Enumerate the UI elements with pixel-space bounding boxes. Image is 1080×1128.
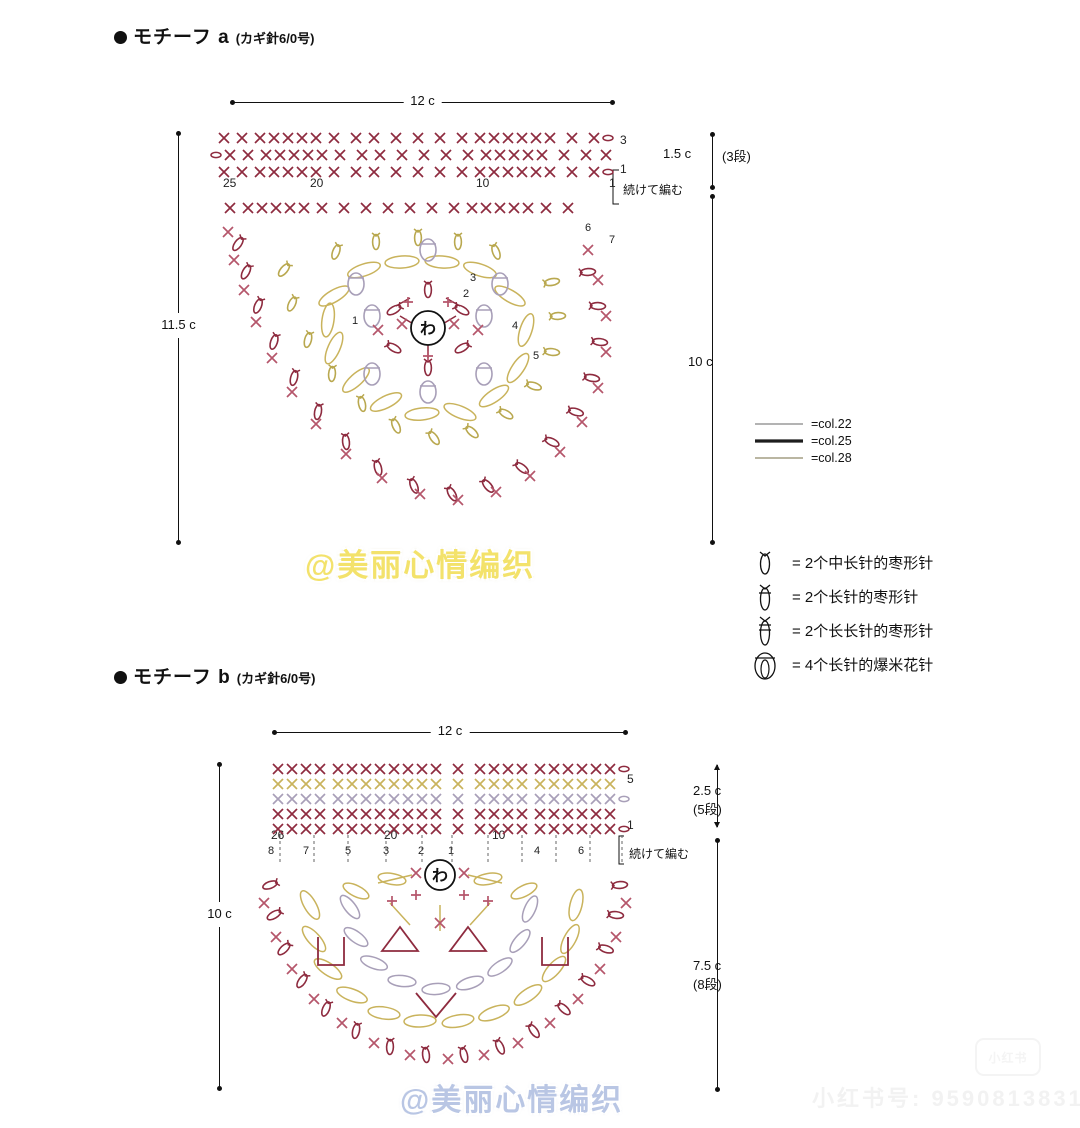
motif-a-continue-bracket [612,169,619,205]
bullet-icon [114,671,127,684]
puff-half-double-crochet-icon [748,547,782,577]
motif-b-row-5: 5 [627,772,634,786]
motif-a-top-section-rows: (3段) [722,149,751,164]
motif-a-round-4: 4 [512,320,519,332]
popcorn-stitch-label: = 4个长针的爆米花针 [792,656,934,674]
bullet-icon [114,31,127,44]
symbol-legend-row: = 4个长针的爆米花针 [748,647,933,681]
motif-b-body-rows: (8段) [693,977,722,992]
motif-a-row-3: 3 [620,133,627,147]
motif-a-scale-25: 25 [223,176,237,190]
motif-a-body-label: 10 c [688,354,713,369]
motif-a-round-1: 1 [352,315,359,327]
color-legend: =col.22 =col.25 =col.28 [755,415,852,466]
motif-a-round-7: 7 [609,234,616,246]
symbol-legend-row: = 2个中长针的枣形针 [748,545,933,579]
puff-double-crochet-label: = 2个长针的枣形针 [792,588,919,606]
motif-b-height-dimension: 10 c [205,762,234,1091]
color-legend-row: =col.28 [755,449,852,466]
motif-b-round-6: 6 [578,845,585,857]
motif-a-continue-note: 続けて編む [623,183,684,197]
xiaohongshu-id-watermark: 小红书号: 9590813831 [812,1086,1080,1111]
motif-a-scale-10: 10 [476,176,490,190]
popcorn-stitch-icon [748,647,782,681]
motif-b-round-8: 8 [268,845,275,857]
motif-b-round-7: 7 [303,845,310,857]
motif-b-body-dimension [715,838,720,1092]
col28-line-icon [755,456,803,459]
motif-b-heading: モチーフ b (カギ針6/0号) [114,662,315,689]
motif-b-continue-note: 続けて編む [629,847,690,861]
motif-a-scale-20: 20 [310,176,324,190]
motif-b-round-5: 5 [345,845,352,857]
puff-double-crochet-icon [748,580,782,612]
motif-a-height-dimension: 11.5 c [159,131,198,545]
color-legend-row: =col.25 [755,432,852,449]
motif-a-round-3: 3 [470,272,477,284]
puff-half-double-crochet-label: = 2个中长针的枣形针 [792,554,934,572]
motif-a-body-dimension [710,194,715,545]
color-legend-row: =col.22 [755,415,852,432]
motif-a-row-1: 1 [620,162,627,176]
motif-b-round-1: 1 [448,845,455,857]
motif-b-round-2: 2 [418,845,425,857]
xiaohongshu-badge: 小红书 [975,1038,1041,1076]
motif-a-scale-1: 1 [609,176,616,190]
motif-b-width-label: 12 c [430,723,470,738]
puff-treble-crochet-icon [748,613,782,647]
col22-label: =col.22 [811,416,852,431]
symbol-legend-row: = 2个长针的枣形针 [748,579,933,613]
motif-a-hook-size: (カギ針6/0号) [235,31,315,46]
motif-b-top-section-label: 2.5 c [693,783,722,798]
motif-b-scale-20: 20 [384,828,398,842]
motif-b-height-label: 10 c [205,902,234,927]
motif-a-round-6: 6 [585,222,592,234]
motif-b-ring-symbol: わ [432,867,448,885]
motif-a-round-5: 5 [533,350,540,362]
motif-a-chart: わ [210,132,614,506]
motif-b-round-3: 3 [383,845,390,857]
motif-b-width-dimension: 12 c [272,723,628,738]
motif-a-top-section-label: 1.5 c [663,146,692,161]
motif-b-title: モチーフ b [133,667,231,688]
col28-label: =col.28 [811,450,852,465]
motif-a-top-section-dimension [710,132,715,190]
motif-b-chart: わ [258,763,632,1065]
puff-treble-crochet-label: = 2个长长针的枣形针 [792,622,934,640]
symbol-legend-row: = 2个长长针的枣形针 [748,613,933,647]
motif-a-round-2: 2 [463,288,470,300]
motif-b-hook-size: (カギ針6/0号) [236,671,316,686]
col25-line-icon [755,438,803,443]
motif-a-width-dimension: 12 c [230,93,615,108]
motif-a-heading: モチーフ a (カギ針6/0号) [114,22,314,49]
motif-b-row-1: 1 [627,818,634,832]
col22-line-icon [755,422,803,425]
watermark-motif-a: @美丽心情编织 [305,548,536,583]
motif-a-title: モチーフ a [133,27,230,48]
motif-a-width-label: 12 c [403,93,442,108]
motif-a-ring-symbol: わ [420,320,436,338]
motif-b-top-section-rows: (5段) [693,802,722,817]
watermark-motif-b: @美丽心情编织 [400,1084,624,1117]
motif-b-body-label: 7.5 c [693,958,722,973]
motif-b-round-4: 4 [534,845,541,857]
col25-label: =col.25 [811,433,852,448]
motif-a-height-label: 11.5 c [159,313,198,338]
motif-b-top-section-dimension [714,764,720,828]
symbol-legend: = 2个中长针的枣形针 = 2个长针的枣形针 = 2个长长针的枣形针 [748,545,933,681]
